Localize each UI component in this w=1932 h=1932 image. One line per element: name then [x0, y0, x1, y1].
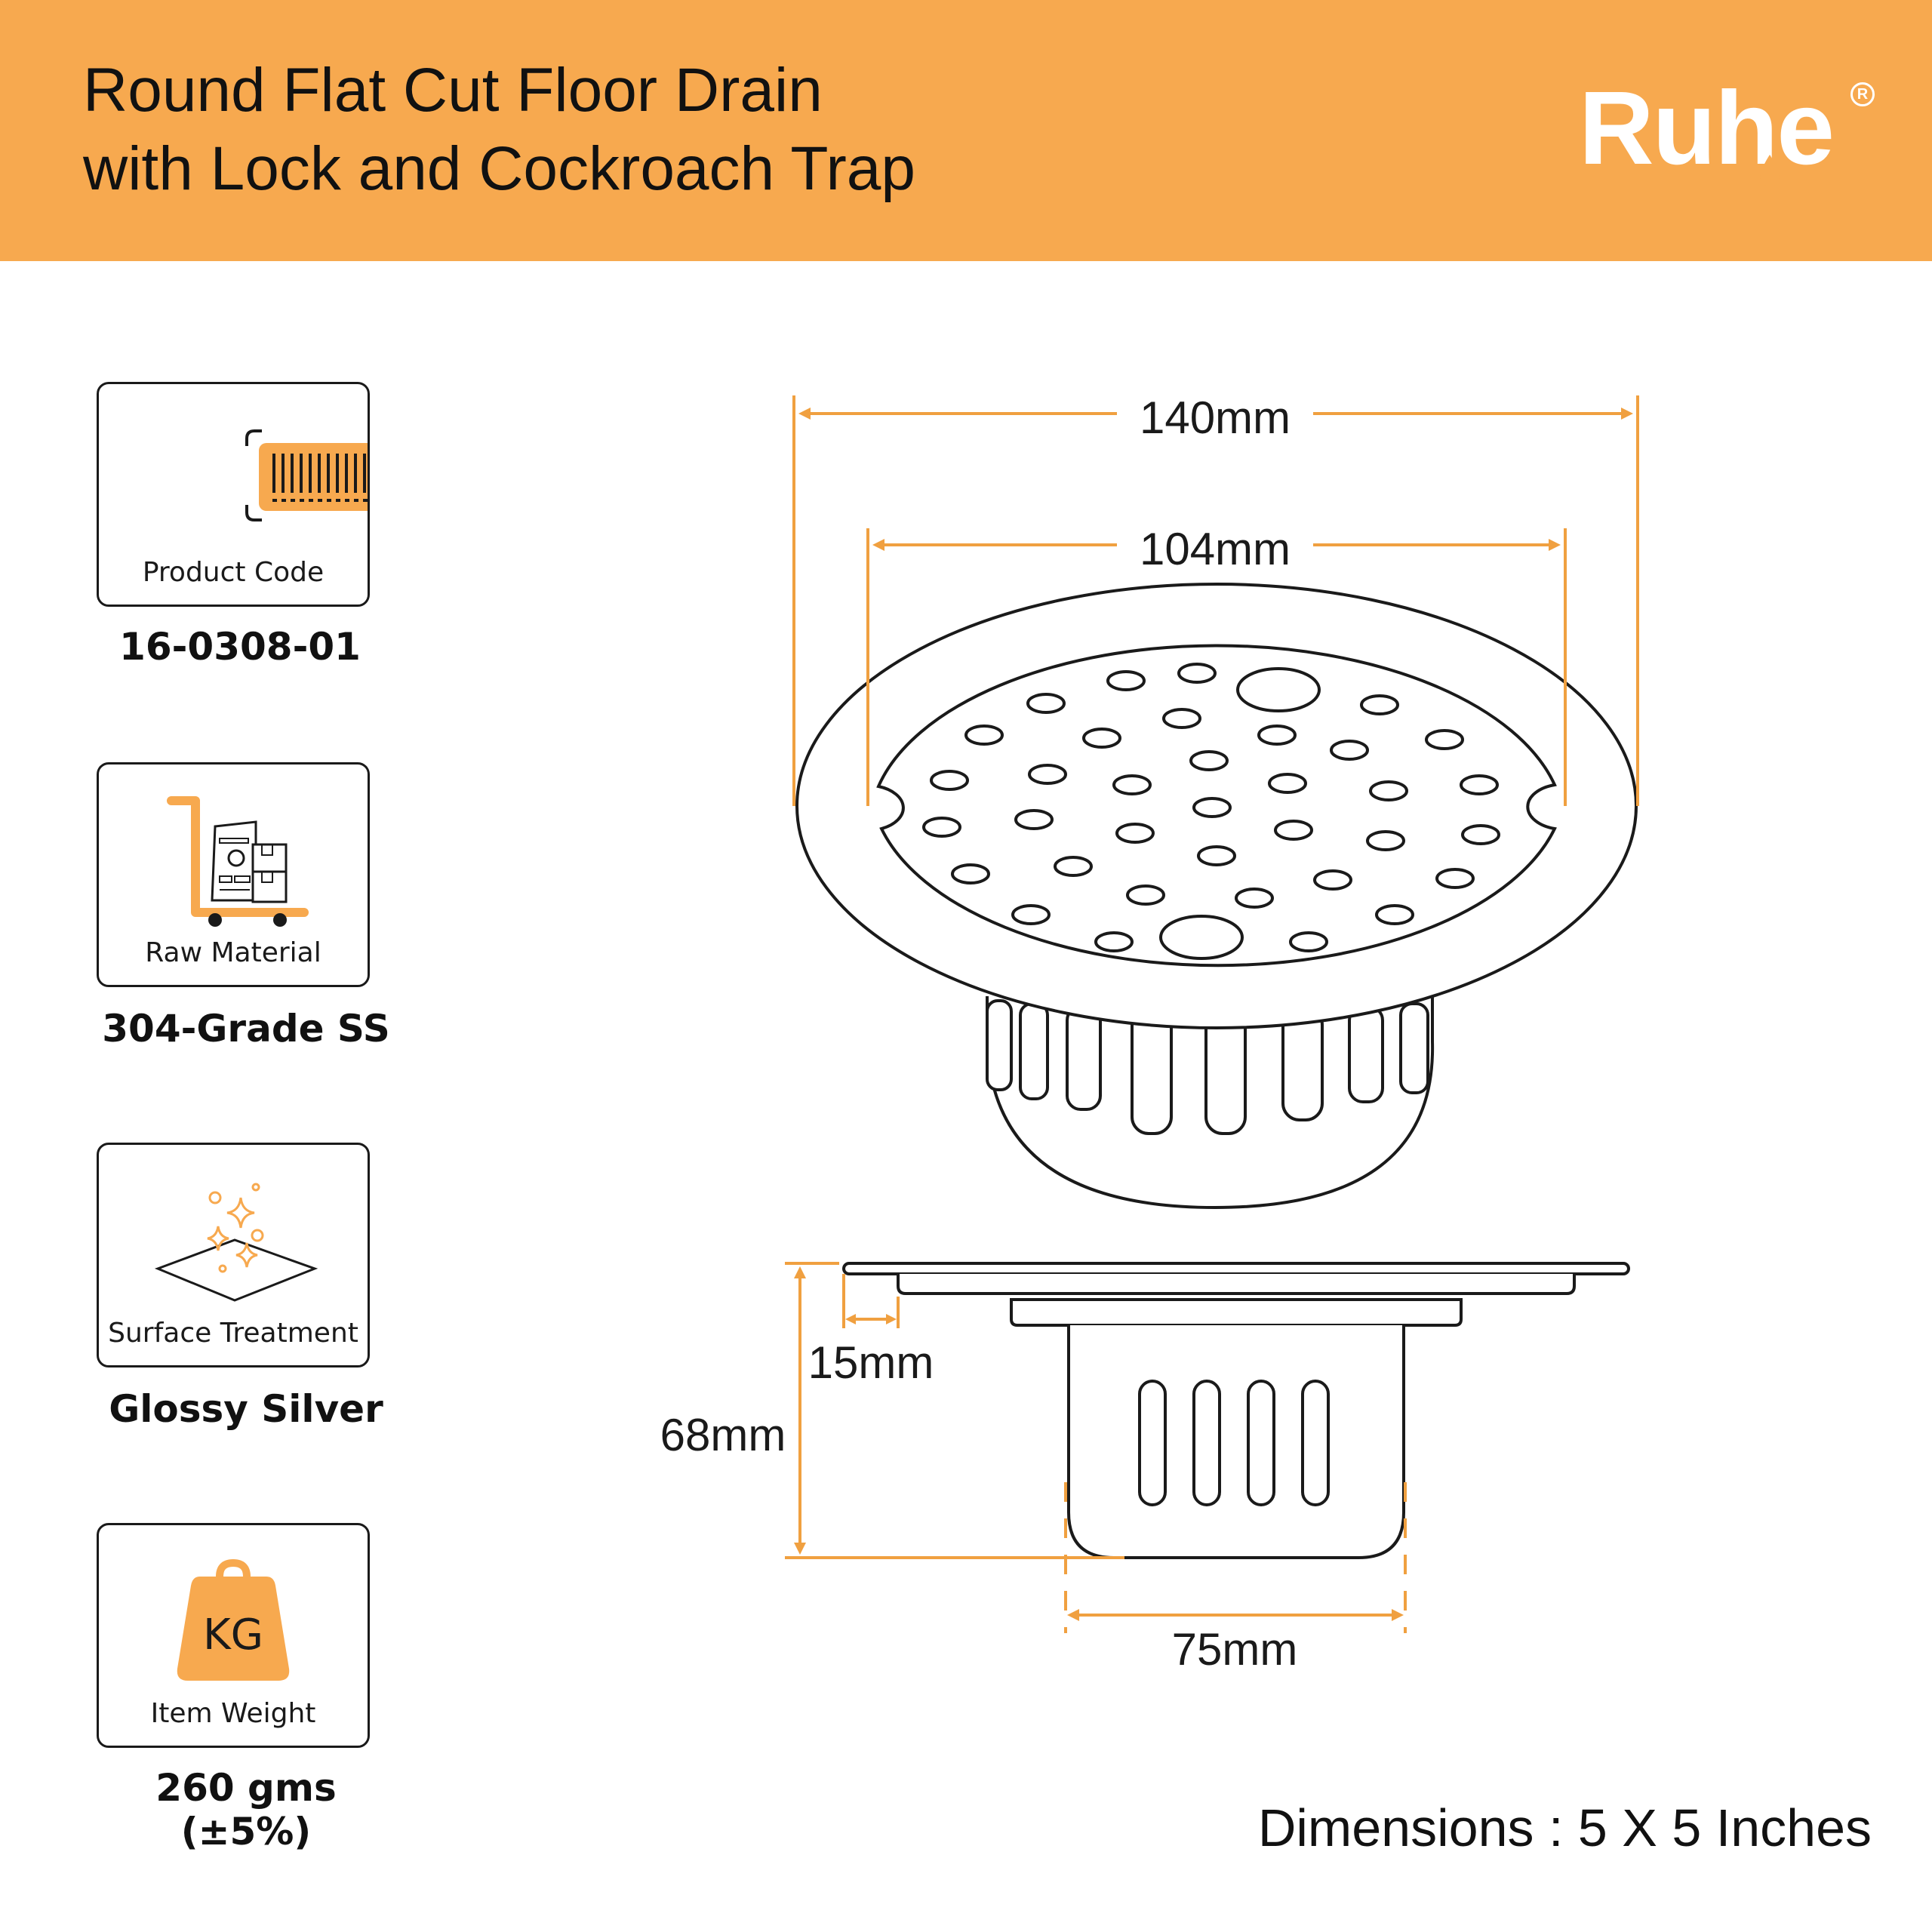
title-line-2: with Lock and Cockroach Trap	[83, 134, 915, 203]
dim-outer-diameter: 140mm	[1140, 392, 1291, 443]
header-banner: Round Flat Cut Floor Drain with Lock and…	[0, 0, 1932, 261]
side-slots	[1138, 1380, 1330, 1506]
dim-body-width: 75mm	[1172, 1624, 1298, 1675]
weight-kg-icon: KG	[177, 1558, 290, 1681]
basket-slots	[986, 999, 1429, 1135]
sparkle-surface-icon	[154, 1183, 318, 1302]
product-title: Round Flat Cut Floor Drain with Lock and…	[83, 51, 915, 208]
barcode-icon	[245, 429, 368, 521]
dim-flange-width: 15mm	[808, 1337, 934, 1388]
dim-height: 68mm	[660, 1410, 786, 1460]
spec-value-surface-treatment: Glossy Silver	[109, 1387, 383, 1431]
spec-label: Raw Material	[145, 937, 321, 968]
dimensions-caption: Dimensions : 5 X 5 Inches	[1257, 1798, 1872, 1857]
spec-card-product-code: Product Code	[97, 382, 370, 607]
spec-value-product-code: 16-0308-01	[119, 625, 361, 669]
weight-icon-text: KG	[203, 1611, 263, 1660]
grate-holes	[922, 663, 1500, 952]
brand-logo: Ruhe R	[1579, 70, 1875, 186]
registered-mark: R	[1850, 82, 1875, 106]
spec-value-item-weight: 260 gms (±5%)	[155, 1766, 337, 1854]
spec-card-surface-treatment: Surface Treatment	[97, 1143, 370, 1367]
material-cart-icon	[167, 796, 309, 927]
brand-name: Ruhe	[1579, 70, 1835, 186]
water-drop-icon	[1760, 155, 1780, 186]
dim-inner-diameter: 104mm	[1140, 524, 1291, 574]
drain-side-view	[842, 1262, 1630, 1559]
spec-label: Item Weight	[150, 1698, 316, 1729]
dimension-lines-side	[785, 1262, 1407, 1633]
spec-card-raw-material: Raw Material	[97, 762, 370, 987]
drain-top-view	[795, 583, 1638, 1210]
dimension-lines-top	[792, 395, 1639, 806]
title-line-1: Round Flat Cut Floor Drain	[83, 56, 823, 125]
spec-label: Surface Treatment	[108, 1318, 358, 1349]
spec-card-item-weight: KG Item Weight	[97, 1523, 370, 1748]
spec-label: Product Code	[142, 557, 325, 588]
spec-value-raw-material: 304-Grade SS	[102, 1007, 390, 1051]
